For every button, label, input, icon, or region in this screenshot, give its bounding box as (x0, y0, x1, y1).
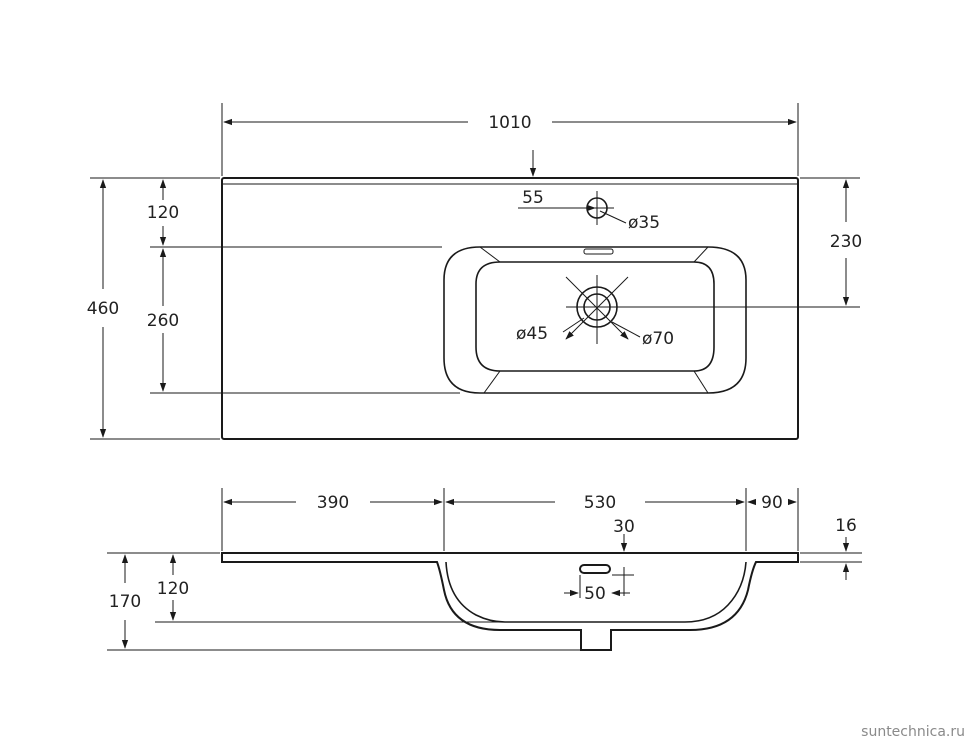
section-profile (221, 552, 799, 651)
watermark: suntechnica.ru (861, 724, 965, 740)
overflow-slot (583, 248, 614, 255)
dim-bowl-width: 530 (584, 493, 616, 513)
dim-bowl-height: 120 (157, 579, 189, 599)
leader-line (611, 321, 641, 338)
dim-overall-width: 1010 (488, 113, 531, 133)
dim-right-deck: 90 (761, 493, 783, 513)
dim-slab-thickness: 16 (835, 516, 857, 536)
countertop-outline (221, 177, 799, 440)
dim-drain-from-back: 230 (830, 232, 862, 252)
dim-drain-outer: ø70 (642, 329, 674, 349)
dim-drain-inner: ø45 (516, 324, 548, 344)
dim-left-deck: 390 (317, 493, 349, 513)
dim-tap-diameter: ø35 (628, 213, 660, 233)
dim-overflow-offset: 30 (613, 517, 635, 537)
bowl-corner-line (483, 370, 501, 394)
section-view: 390 530 90 30 16 50 120 170 (107, 488, 862, 651)
dim-front-to-bowl: 120 (147, 203, 179, 223)
drain-diag-line (565, 276, 629, 340)
top-view: 1010 55 ø35 ø45 ø70 460 120 260 (87, 103, 862, 440)
leader-line (599, 210, 627, 224)
dim-overflow-width: 50 (584, 584, 606, 604)
bowl-corner-line (693, 370, 709, 394)
bowl-corner-line (479, 246, 501, 263)
overflow-opening (579, 564, 611, 574)
dim-total-height: 170 (109, 592, 141, 612)
dim-tap-offset: 55 (522, 188, 544, 208)
bowl-outer-outline (443, 246, 747, 394)
leader-line (562, 317, 585, 333)
bowl-corner-line (693, 246, 709, 263)
bowl-inner-outline (475, 261, 715, 372)
dim-overall-depth: 460 (87, 299, 119, 319)
dim-bowl-depth: 260 (147, 311, 179, 331)
